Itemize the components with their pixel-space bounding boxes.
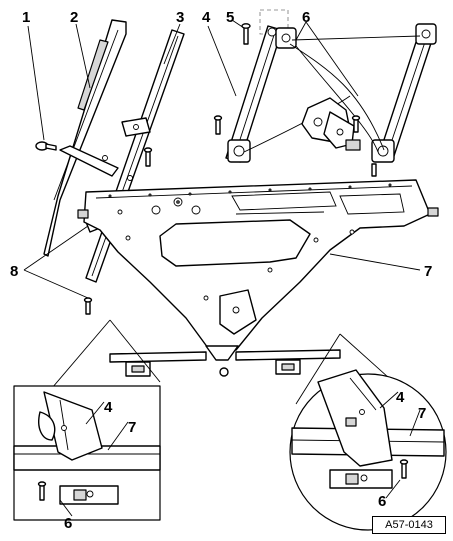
detail-left-callout-4: 4: [104, 399, 113, 416]
callout-7: 7: [424, 263, 432, 280]
callout-labels: 1 2 3 4 5 6 7 8 4 7 6 4 7 6: [10, 9, 432, 532]
detail-left-callout-7: 7: [128, 419, 136, 436]
door-carrier-panel: [77, 179, 439, 361]
window-regulator: [213, 9, 437, 177]
figure-reference-code: A57-0143: [372, 516, 446, 534]
screw: [241, 23, 251, 45]
detail-view-right: [289, 333, 447, 531]
callout-8: 8: [10, 263, 18, 280]
callout-1: 1: [22, 9, 30, 26]
glass-guide-rail: [43, 19, 127, 257]
detail-left-callout-6: 6: [64, 515, 72, 532]
detail-right-callout-6: 6: [378, 493, 386, 510]
callout-3: 3: [176, 9, 184, 26]
callout-4: 4: [202, 9, 211, 26]
leader-lines: [23, 19, 421, 517]
callout-5: 5: [226, 9, 234, 26]
detail-view-left: [13, 319, 161, 521]
rivet-upper: [143, 147, 153, 167]
callout-2: 2: [70, 9, 78, 26]
bolt: [35, 141, 57, 151]
detail-right-callout-7: 7: [418, 405, 426, 422]
detail-right-callout-4: 4: [396, 389, 405, 406]
lower-cross-member: [109, 349, 341, 377]
rivet-lower: [83, 297, 93, 315]
callout-6: 6: [302, 9, 310, 26]
